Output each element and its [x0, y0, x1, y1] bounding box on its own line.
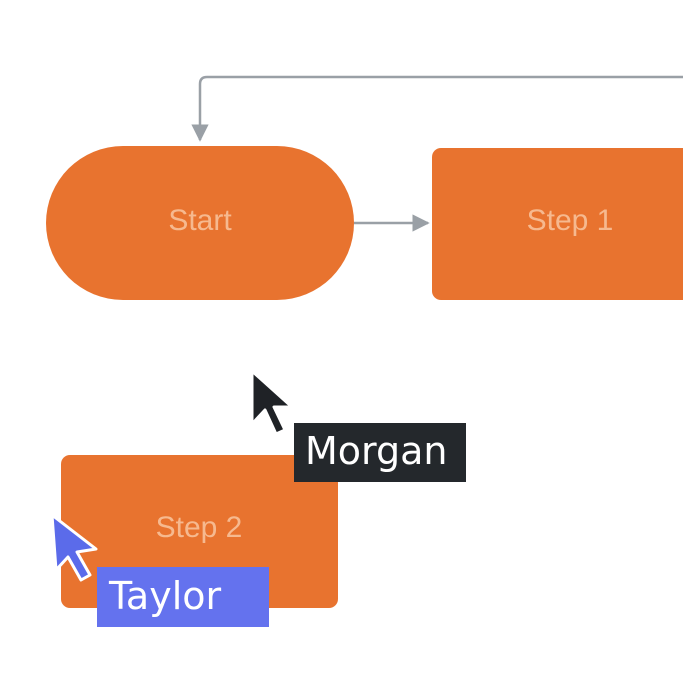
start-node-label: Start	[168, 204, 232, 237]
morgan-cursor-icon	[250, 369, 294, 436]
start-node[interactable]: Start	[46, 146, 354, 300]
step1-node-shape	[432, 148, 683, 300]
taylor-cursor-icon	[50, 513, 98, 582]
loop-back-connector[interactable]	[191, 75, 683, 142]
step1-node-label: Step 1	[527, 204, 614, 237]
start-node-shape	[46, 146, 354, 300]
step2-node-label: Step 2	[156, 511, 243, 544]
step1-node[interactable]: Step 1	[432, 148, 683, 300]
taylor-name-tag: Taylor	[97, 567, 269, 627]
morgan-name-tag: Morgan	[294, 423, 466, 482]
